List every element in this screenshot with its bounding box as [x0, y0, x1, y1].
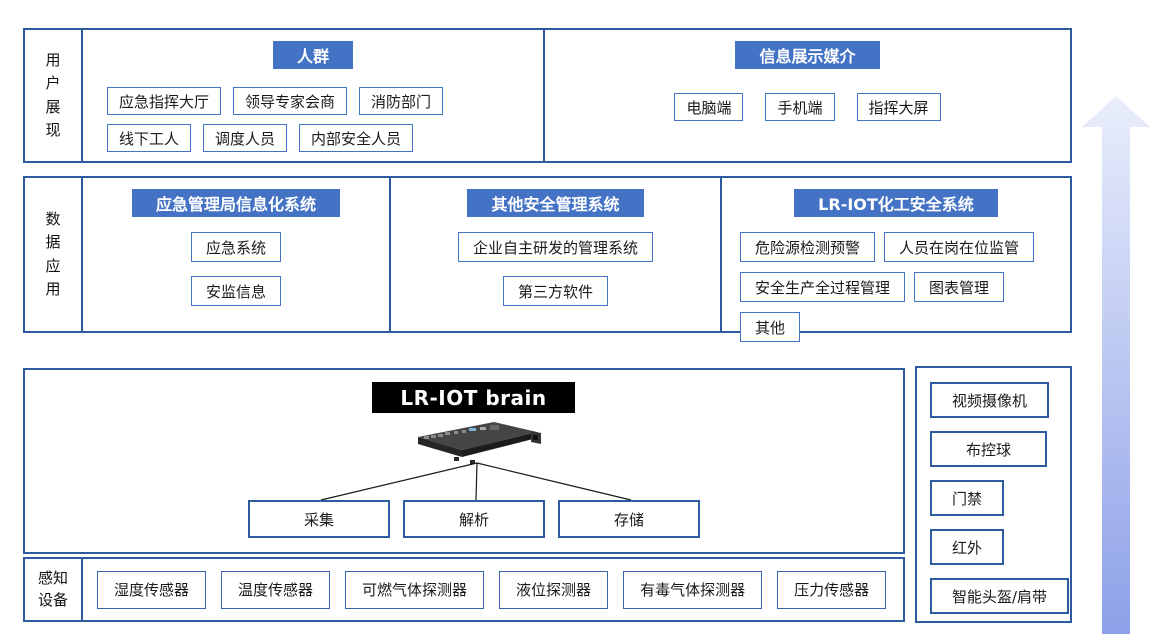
- column-other-safety-systems: 其他安全管理系统 企业自主研发的管理系统 第三方软件: [389, 178, 720, 331]
- system-item: 安全生产全过程管理: [740, 272, 906, 302]
- function-box-parse: 解析: [403, 500, 545, 538]
- column-lriot-chemical-safety-system: LR-IOT化工安全系统 危险源检测预警 人员在岗在位监管 安全生产全过程管理 …: [720, 178, 1070, 342]
- layer-label-sensing-devices: 感知设备: [25, 559, 83, 620]
- sensor-item: 有毒气体探测器: [623, 570, 763, 609]
- section-crowd: 人群 应急指挥大厅 领导专家会商 消防部门 线下工人 调度人员 内部安全人员: [83, 30, 545, 161]
- system-item: 企业自主研发的管理系统: [457, 232, 653, 262]
- column-header: 其他安全管理系统: [467, 189, 644, 217]
- video-device-item: 智能头盔/肩带: [930, 578, 1070, 614]
- lriot-brain-title: LR-IOT brain: [372, 382, 575, 413]
- sensor-item: 可燃气体探测器: [345, 570, 485, 609]
- media-item: 指挥大屏: [856, 93, 941, 121]
- layer-data-application: 数据应用 应急管理局信息化系统 应急系统 安监信息 其他安全管理系统 企业自主研…: [23, 176, 1072, 342]
- media-item: 手机端: [765, 93, 835, 121]
- function-box-store: 存储: [558, 500, 700, 538]
- layer-label-data-application: 数据应用: [25, 178, 83, 331]
- layer-label-text: 数据应用: [45, 210, 61, 298]
- video-device-item: 布控球: [930, 431, 1047, 467]
- layer-platform: LR-IOT brain: [23, 368, 905, 554]
- function-box-collect: 采集: [248, 500, 390, 538]
- up-arrow-icon: [1082, 96, 1150, 634]
- layer-label-text: 感知设备: [37, 568, 68, 609]
- crowd-item: 消防部门: [359, 87, 444, 115]
- system-item: 第三方软件: [502, 276, 608, 306]
- crowd-item: 应急指挥大厅: [107, 87, 222, 115]
- sensor-item: 温度传感器: [221, 570, 331, 609]
- section-display-media: 信息展示媒介 电脑端 手机端 指挥大屏: [545, 30, 1070, 161]
- crowd-item: 内部安全人员: [299, 124, 414, 152]
- sensor-item: 液位探测器: [499, 570, 609, 609]
- system-item: 危险源检测预警: [740, 232, 876, 262]
- column-emergency-bureau-system: 应急管理局信息化系统 应急系统 安监信息: [83, 178, 389, 331]
- layer-user-presentation: 用户展现 人群 应急指挥大厅 领导专家会商 消防部门 线下工人 调度人员 内部安…: [23, 28, 1072, 163]
- video-device-item: 门禁: [930, 480, 1005, 516]
- column-header: LR-IOT化工安全系统: [794, 189, 998, 217]
- media-item: 电脑端: [674, 93, 744, 121]
- system-item: 安监信息: [190, 276, 281, 306]
- system-item: 人员在岗在位监管: [884, 232, 1035, 262]
- layer-sensing-devices: 感知设备 湿度传感器 温度传感器 可燃气体探测器 液位探测器 有毒气体探测器 压…: [23, 557, 905, 622]
- layer-label-user-presentation: 用户展现: [25, 30, 83, 161]
- crowd-item: 线下工人: [107, 124, 192, 152]
- video-device-item: 红外: [930, 529, 1005, 565]
- system-item: 应急系统: [190, 232, 281, 262]
- sensor-item: 压力传感器: [777, 570, 887, 609]
- system-item: 其他: [740, 312, 801, 342]
- system-item: 图表管理: [914, 272, 1005, 302]
- column-header: 应急管理局信息化系统: [131, 189, 340, 217]
- crowd-item: 领导专家会商: [233, 87, 348, 115]
- video-devices-column: 视频摄像机 布控球 门禁 红外 智能头盔/肩带: [915, 366, 1072, 623]
- section-header-display-media: 信息展示媒介: [735, 41, 880, 69]
- crowd-item: 调度人员: [203, 124, 288, 152]
- layer-label-text: 用户展现: [45, 51, 61, 139]
- rack-server-icon: [418, 422, 541, 464]
- sensor-item: 湿度传感器: [97, 570, 207, 609]
- section-header-crowd: 人群: [272, 41, 353, 69]
- video-device-item: 视频摄像机: [930, 382, 1050, 418]
